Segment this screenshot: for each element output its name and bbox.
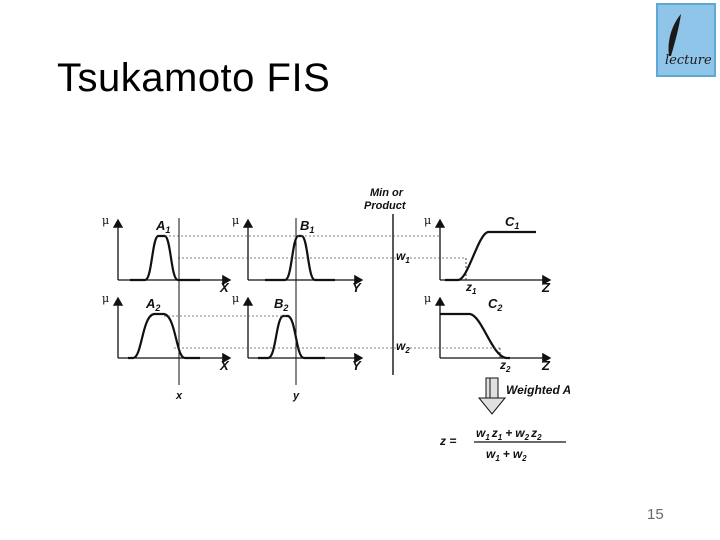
plot-a1: μ A1 X — [102, 214, 232, 295]
w1-label: w1 — [396, 249, 410, 265]
logo-text: lecture — [665, 53, 712, 68]
page-number: 15 — [647, 506, 664, 523]
membership-curve-a2 — [128, 312, 200, 360]
mu-label: μ — [424, 214, 431, 227]
w2-label: w2 — [396, 339, 410, 355]
membership-curve-a1 — [130, 234, 200, 282]
set-label-c2: C2 — [488, 296, 502, 313]
mu-label: μ — [232, 214, 239, 227]
set-label-a1: A1 — [155, 218, 170, 235]
input-x-label: x — [175, 390, 183, 402]
axis-label-x: X — [219, 280, 230, 295]
axis-label-z: Z — [541, 280, 551, 295]
formula-lhs: z = — [439, 434, 456, 448]
mu-label: μ — [424, 292, 431, 305]
input-y-label: y — [292, 390, 300, 402]
logo-border — [656, 3, 716, 77]
crisp-z2-label: z2 — [499, 358, 511, 374]
formula-denominator: w1+w2 — [486, 447, 527, 463]
logo-background — [657, 4, 715, 76]
plot-b2: μ B2 Y — [232, 292, 364, 373]
min-or-product-label-line1: Min or — [370, 187, 404, 199]
quill-icon — [668, 14, 681, 56]
plot-c2: μ C2 Z z2 — [424, 292, 552, 374]
arrow-shaft — [485, 377, 499, 399]
axis-label-z: Z — [541, 358, 551, 373]
membership-curve-b1 — [265, 234, 335, 282]
mu-label: μ — [102, 292, 109, 305]
set-label-b2: B2 — [274, 296, 288, 313]
set-label-a2: A2 — [145, 296, 160, 313]
membership-curve-c2 — [440, 312, 510, 360]
crisp-z1-label: z1 — [465, 280, 477, 296]
min-or-product-label-line2: Product — [364, 200, 407, 212]
arrow-head — [477, 397, 507, 415]
plot-b1: μ B1 Y — [232, 214, 364, 295]
axis-label-x: X — [219, 358, 230, 373]
weighted-average-label: Weighted Average — [506, 383, 570, 397]
slide-title: Tsukamoto FIS — [57, 56, 331, 100]
membership-curve-c1 — [445, 230, 536, 282]
membership-curve-b2 — [258, 314, 325, 360]
plot-c1: μ C1 Z z1 — [424, 214, 552, 296]
axis-label-y: Y — [352, 358, 362, 373]
axis-label-y: Y — [352, 280, 362, 295]
set-label-c1: C1 — [505, 214, 519, 231]
tsukamoto-diagram: Min or Product μ A1 X μ B1 Y μ C1 Z z1 w… — [102, 187, 570, 463]
plot-a2: μ A2 X — [102, 292, 232, 373]
weighted-average-arrow-icon — [477, 377, 507, 415]
lecture-logo: lecture — [656, 3, 716, 77]
mu-label: μ — [102, 214, 109, 227]
mu-label: μ — [232, 292, 239, 305]
set-label-b1: B1 — [300, 218, 314, 235]
